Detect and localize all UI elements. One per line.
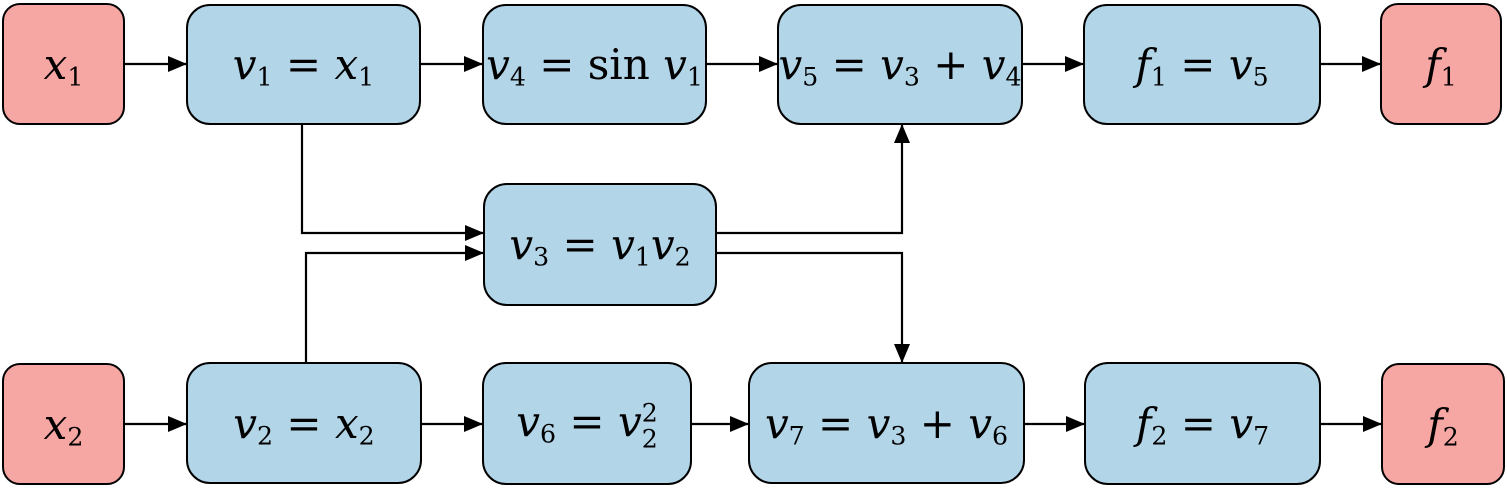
edge-v2-v3: [304, 245, 484, 362]
node-f1: f1: [1380, 3, 1502, 125]
node-label-f1v5: f1 = v5: [1135, 40, 1269, 92]
node-label-f2v7: f2 = v7: [1135, 399, 1270, 451]
node-f2v7: f2 = v7: [1084, 362, 1321, 485]
node-label-f1: f1: [1425, 39, 1457, 91]
node-label-v4: v4 = sin v1: [486, 40, 703, 92]
edge-v1-v3: [300, 125, 484, 241]
edge-v3-v5: [717, 124, 910, 235]
node-v1: v1 = x1: [186, 4, 421, 125]
node-v5: v5 = v3 + v4: [777, 4, 1023, 125]
edge-v3-v7: [717, 251, 910, 363]
node-label-v2: v2 = x2: [233, 398, 375, 450]
node-v4: v4 = sin v1: [482, 4, 707, 125]
node-label-v5: v5 = v3 + v4: [778, 40, 1022, 92]
node-label-x1: x1: [43, 39, 84, 91]
node-label-v7: v7 = v3 + v6: [764, 398, 1009, 450]
node-x2: x2: [2, 363, 125, 485]
node-x1: x1: [2, 3, 125, 125]
node-f1v5: f1 = v5: [1083, 4, 1321, 125]
node-v2: v2 = x2: [186, 362, 422, 484]
node-v3: v3 = v1v2: [483, 183, 717, 306]
node-label-v1: v1 = x1: [232, 40, 375, 92]
node-v7: v7 = v3 + v6: [748, 362, 1025, 484]
node-f2: f2: [1381, 363, 1505, 485]
node-label-x2: x2: [43, 399, 84, 451]
node-label-v3: v3 = v1v2: [509, 220, 691, 272]
node-label-f2: f2: [1427, 399, 1459, 451]
